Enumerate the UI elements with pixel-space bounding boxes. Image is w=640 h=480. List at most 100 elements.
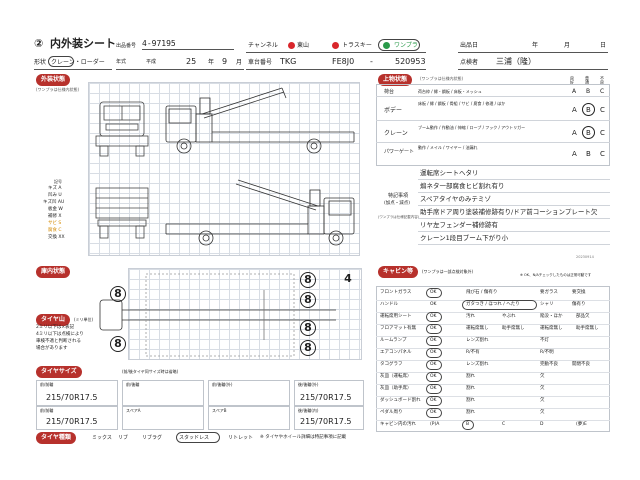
tyre-box-8[interactable] (294, 406, 364, 430)
fit-row-2-c[interactable]: C (600, 129, 605, 137)
cabin-option[interactable]: 欠 (540, 410, 545, 415)
cabin-option[interactable]: 傷有り (572, 302, 586, 307)
cabin-option[interactable]: 割れ (466, 410, 475, 415)
date-underline (458, 52, 608, 53)
date-month: 月 (564, 42, 571, 49)
cabin-option[interactable]: OK (430, 326, 437, 331)
interior-grid[interactable] (128, 268, 362, 360)
cabin-option[interactable]: OK (430, 290, 437, 295)
cabin-option[interactable]: OK (430, 350, 437, 355)
tyre-size-section-label: タイヤサイズ (36, 366, 82, 378)
truck-side-view-right (165, 179, 355, 246)
cabin-option[interactable]: R/不明 (540, 350, 554, 355)
fit-row-2-b-circle[interactable] (582, 126, 595, 139)
cabin-option[interactable]: (夢)E (576, 422, 587, 427)
cabin-option[interactable]: OK (430, 338, 437, 343)
cabin-option[interactable]: OK (430, 302, 437, 307)
tire-depth-rear-left-outer[interactable]: 8 (300, 272, 316, 288)
fit-row-0-a[interactable]: A (572, 88, 577, 95)
cabin-row-label: 灰皿（運転席） (380, 374, 412, 379)
tyre-box-2[interactable] (122, 380, 204, 406)
cabin-option[interactable]: OK (430, 314, 437, 319)
cabin-row-divider (376, 396, 610, 397)
cabin-option[interactable]: OK (430, 398, 437, 403)
cabin-option[interactable]: 汚れ (466, 314, 475, 319)
cabin-option[interactable]: 割れ (466, 398, 475, 403)
channel-dot-2[interactable] (332, 42, 339, 49)
cabin-option[interactable]: D (540, 422, 544, 427)
cabin-option[interactable]: 不灯 (540, 338, 549, 343)
cabin-option[interactable]: やぶれ (502, 314, 516, 319)
cabin-option[interactable]: ガタつき / ほつれ / へたり (466, 302, 520, 307)
cabin-section-label: キャビン等 (378, 266, 419, 278)
fit-row-0-c[interactable]: C (600, 88, 605, 95)
fit-row-0-b[interactable]: B (586, 88, 591, 95)
cabin-option[interactable]: レンズ割れ (466, 338, 489, 343)
tyre-label-6: スペアA (126, 408, 141, 413)
tire-depth-rear-left-inner[interactable]: 8 (300, 292, 316, 308)
cabin-option[interactable]: 欠 (540, 386, 545, 391)
cabin-option[interactable]: 割れ (466, 374, 475, 379)
chassis-prefix: TKG (280, 57, 297, 66)
cabin-option[interactable]: シャリ (540, 302, 554, 307)
cabin-option[interactable]: 飛び石 / 傷有り (466, 290, 498, 295)
notes-stamp: 20230914 (576, 255, 594, 259)
cabin-option-ring (426, 372, 443, 382)
tyre-type-rib[interactable]: リブ (118, 435, 129, 441)
cabin-option[interactable]: OK (430, 386, 437, 391)
cabin-option[interactable]: 助手席無し (576, 326, 599, 331)
tire-depth-rear-right-outer[interactable]: 8 (300, 340, 316, 356)
tire-depth-rear-right-inner[interactable]: 8 (300, 320, 316, 336)
legend-5: 補修 X (48, 214, 62, 219)
cabin-option[interactable]: 割れ (466, 386, 475, 391)
tire-depth-front-right[interactable]: 8 (110, 336, 126, 352)
tyre-box-6[interactable] (122, 406, 204, 430)
cabin-option[interactable]: 要交換 (572, 290, 586, 295)
cabin-option[interactable]: 要ガラス (540, 290, 558, 295)
tyre-box-5[interactable] (36, 406, 118, 430)
tyre-box-1[interactable] (36, 380, 118, 406)
cabin-option[interactable]: 陥没・ほか (540, 314, 563, 319)
fit-row-1-a[interactable]: A (572, 106, 577, 114)
notes-list: 運転席シートヘタリ 煽ネタ一部腐食ヒビ割れ有り スペアタイヤのみテミゾ 助手席ド… (418, 166, 610, 256)
cabin-option[interactable]: R/不有 (466, 350, 480, 355)
tyre-type-riblug[interactable]: リブラグ (142, 435, 163, 441)
date-day: 日 (600, 42, 607, 49)
cabin-row-divider (376, 336, 610, 337)
cabin-option[interactable]: 欠 (540, 398, 545, 403)
fit-row-1-b-circle[interactable] (582, 103, 595, 116)
tyre-type-studless[interactable]: スタッドレス (179, 435, 210, 441)
tyre-box-3[interactable] (208, 380, 290, 406)
cabin-option[interactable]: OK (430, 362, 437, 367)
chassis-label: 車台番号 (248, 59, 273, 66)
channel-dot-3[interactable] (383, 42, 390, 49)
tyre-size-1: 215/70R17.5 (46, 393, 98, 402)
fit-row-3-c[interactable]: C (600, 150, 605, 158)
cabin-option[interactable]: 欠 (540, 374, 545, 379)
cabin-option[interactable]: 運転席無し (466, 326, 489, 331)
cabin-option[interactable]: レンズ割れ (466, 362, 489, 367)
cabin-option[interactable]: OK (430, 374, 437, 379)
fit-row-3-a[interactable]: A (572, 150, 577, 158)
tire-depth-spare[interactable]: 4 (344, 272, 352, 285)
cabin-option-ring (426, 360, 443, 370)
tire-depth-front-left[interactable]: 8 (110, 286, 126, 302)
fit-row-3-b[interactable]: B (586, 150, 591, 158)
tyre-type-retread[interactable]: リトレット (228, 435, 254, 441)
fit-row-2-a[interactable]: A (572, 129, 577, 137)
tyre-type-mix[interactable]: ミックス (92, 435, 112, 441)
cabin-option[interactable]: 運転席無し (540, 326, 563, 331)
cabin-option-ring (426, 384, 443, 394)
tyre-label-2: 前/後輪 (126, 382, 140, 387)
tyre-box-4[interactable] (294, 380, 364, 406)
cabin-option[interactable]: 開閉不良 (572, 362, 590, 367)
tyre-box-7[interactable] (208, 406, 290, 430)
cabin-option[interactable]: 助手席無し (502, 326, 525, 331)
cabin-option[interactable]: 部品欠 (576, 314, 590, 319)
cabin-option[interactable]: OK (430, 410, 437, 415)
cabin-option[interactable]: 完動不良 (540, 362, 558, 367)
cabin-option[interactable]: C (502, 422, 506, 427)
cabin-option[interactable]: (P)A (430, 422, 440, 427)
channel-dot-1[interactable] (288, 42, 295, 49)
fit-row-1-c[interactable]: C (600, 106, 605, 114)
